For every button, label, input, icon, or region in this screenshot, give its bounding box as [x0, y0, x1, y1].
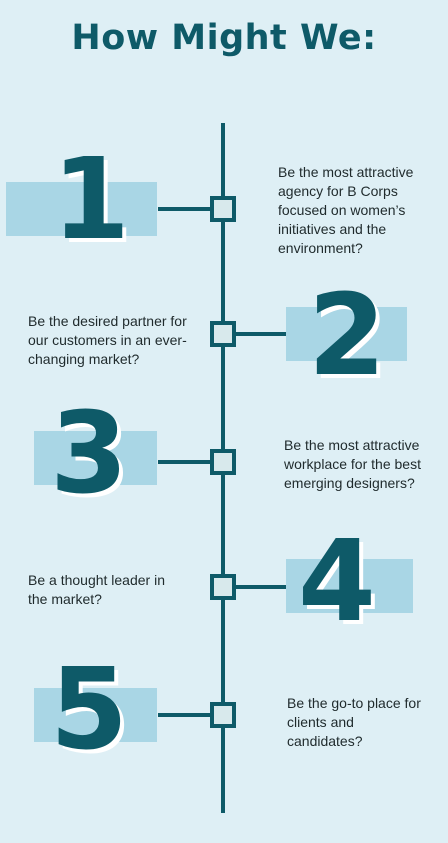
connector-4	[224, 585, 286, 589]
timeline-node-2	[210, 321, 236, 347]
connector-3	[158, 460, 222, 464]
step-number: 2	[308, 271, 386, 401]
number-highlight	[286, 559, 413, 613]
timeline-node-3	[210, 449, 236, 475]
step-1-text: Be the most attractive agency for B Corp…	[278, 164, 414, 256]
connector-5	[158, 713, 222, 717]
timeline-node-1	[210, 196, 236, 222]
page-title: How Might We:	[71, 18, 377, 58]
step-4-text: Be a thought leader in the market?	[28, 572, 165, 607]
step-number: 4	[298, 517, 376, 647]
number-highlight	[34, 688, 157, 742]
number-highlight	[6, 182, 157, 236]
timeline-node-4	[210, 574, 236, 600]
step-number: 1	[52, 135, 130, 265]
number-highlight	[286, 307, 407, 361]
connector-2	[224, 332, 286, 336]
step-number: 3	[50, 389, 128, 519]
number-highlight	[34, 431, 157, 485]
step-5-text: Be the go-to place for clients and candi…	[287, 695, 421, 749]
step-2-text: Be the desired partner for our customers…	[28, 313, 187, 367]
step-3-text: Be the most attractive workplace for the…	[284, 437, 421, 491]
step-number: 5	[50, 645, 128, 775]
connector-1	[158, 207, 222, 211]
timeline-node-5	[210, 702, 236, 728]
